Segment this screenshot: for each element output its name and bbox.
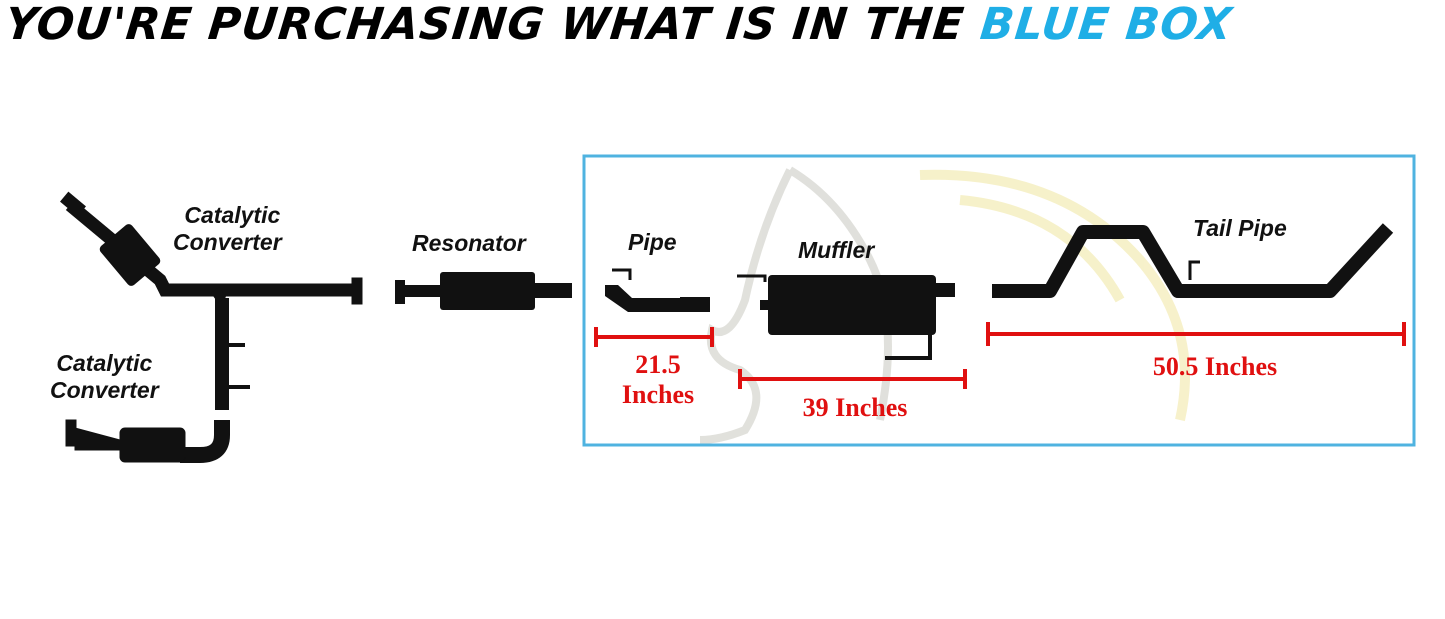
label-tail-pipe: Tail Pipe	[1193, 215, 1287, 241]
measure-pipe	[594, 327, 714, 347]
measure-tail-pipe	[986, 322, 1406, 346]
label-pipe: Pipe	[628, 229, 677, 255]
measure-tail-pipe-label: 50.5 Inches	[1152, 352, 1278, 381]
title-accent: BLUE BOX	[977, 0, 1235, 50]
catalytic-converter-assembly	[60, 191, 363, 463]
label-catalytic-upper-line1: Catalytic	[184, 202, 281, 228]
label-catalytic-upper: Catalytic Converter	[173, 202, 282, 256]
label-catalytic-lower-line2: Converter	[50, 377, 159, 403]
tail-pipe-part	[992, 223, 1394, 298]
label-catalytic-lower: Catalytic Converter	[50, 350, 159, 404]
measure-muffler-label: 39 Inches	[802, 393, 908, 422]
measure-pipe-unit: Inches	[621, 380, 695, 409]
measure-pipe-label: 21.5 Inches	[598, 350, 718, 410]
muffler-part	[737, 274, 955, 360]
watermark-swoosh	[919, 169, 1190, 422]
pipe-part	[605, 268, 710, 312]
resonator-part	[395, 272, 572, 310]
title-main: YOU'RE PURCHASING WHAT IS IN THE	[2, 0, 967, 50]
label-resonator: Resonator	[412, 230, 526, 256]
page-title: YOU'RE PURCHASING WHAT IS IN THE BLUE BO…	[3, 0, 1235, 50]
purchase-box	[582, 154, 1416, 447]
label-muffler: Muffler	[798, 237, 875, 263]
label-catalytic-lower-line1: Catalytic	[56, 350, 153, 376]
tail-pipe-hanger	[1188, 260, 1200, 280]
measure-muffler	[738, 369, 967, 389]
label-catalytic-upper-line2: Converter	[173, 229, 282, 255]
measure-pipe-value: 21.5	[635, 350, 681, 379]
